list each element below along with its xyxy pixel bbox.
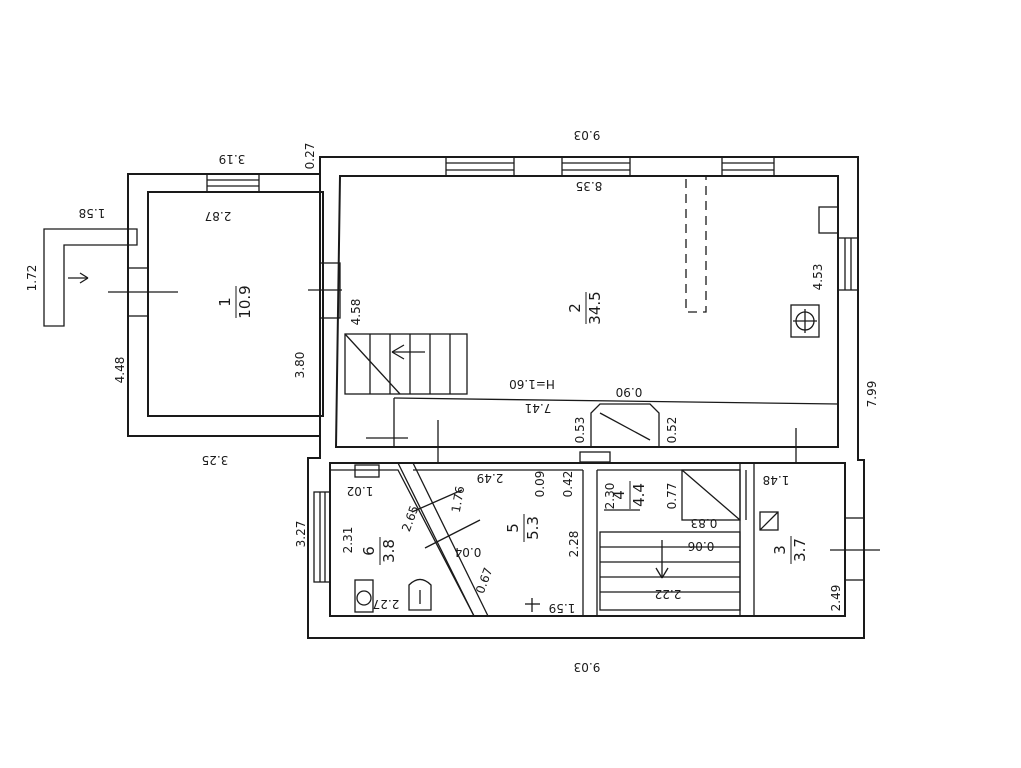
washbasin-icon [354,464,380,478]
dim-right-outer: 7.99 [865,381,879,408]
toilet-icon [354,579,374,613]
beam-dashed [685,175,707,313]
svg-text:4: 4 [610,490,628,500]
dim-stair-222: 2.22 [655,587,682,601]
dim-room5-176: 1.76 [449,485,467,514]
walls [43,156,865,639]
dim-room1-width: 2.87 [205,209,232,223]
porch-outline [43,228,138,327]
dim-beam-090: 0.90 [616,385,643,399]
dim-room4-077: 0.77 [665,483,679,510]
dim-room2-height-right: 4.53 [811,264,825,291]
dim-room6-102: 1.02 [347,484,374,498]
dim-niche-052: 0.52 [665,417,679,444]
windows [127,156,865,583]
dim-room3-height: 2.49 [829,585,843,612]
dim-top-left: 3.19 [219,152,246,166]
niche [590,403,660,447]
dim-room4-083: 0.83 [691,516,718,530]
room2-inner-wall [334,175,839,448]
dim-niche-053: 0.53 [573,417,587,444]
dim-room3-width: 1.48 [763,473,790,487]
room-6-label: 6 3.8 [360,537,398,565]
dim-length-741: 7.41 [525,401,552,415]
room-2-label: 2 34.5 [566,291,604,324]
dim-room5-042: 0.42 [561,471,575,498]
dim-room5-009: 0.09 [533,471,547,498]
dim-room4-height: 2.30 [603,483,617,510]
svg-text:5.3: 5.3 [524,516,542,540]
dim-room2-height-left: 4.58 [349,299,363,326]
window-room2-top-2 [561,156,631,177]
window-room2-top-3 [721,156,775,177]
dim-room2-width: 8.35 [576,179,603,193]
dim-stair-height: H=1.60 [509,377,555,391]
room-1-label: 1 10.9 [216,285,254,318]
dim-top-gap: 0.27 [303,143,317,170]
room-4-label: 4 4.4 [610,481,648,509]
dim-bottom-outer: 9.03 [574,660,601,674]
window-room1-top [206,173,260,193]
room4-box [681,469,741,521]
dim-room5-067: 0.67 [473,566,495,596]
room1-inner-wall [147,191,324,417]
dim-tick-a [411,489,463,513]
dim-room6-227: 2.27 [373,597,400,611]
beam-line [393,397,839,405]
svg-text:6: 6 [360,546,378,556]
dim-left-lower: 3.25 [202,453,229,467]
dim-top-outer: 9.03 [574,128,601,142]
svg-text:5: 5 [504,523,522,533]
window-room6-left [313,491,331,583]
dim-room5-159: 1.59 [549,601,576,615]
room-labels: 1 10.9 2 34.5 3 3.7 4 4.4 5 5.3 6 3.8 [216,285,809,565]
dim-room6-265: 2.65 [399,504,421,534]
dim-room4-228: 2.28 [567,531,581,558]
dim-room5-004: 0.04 [455,545,482,559]
svg-text:3: 3 [771,545,789,555]
svg-text:3.8: 3.8 [380,539,398,563]
stove-icon [790,304,820,338]
svg-text:10.9: 10.9 [236,285,254,318]
window-room2-right [837,237,859,291]
main-outer-wall [307,156,865,639]
room-5-label: 5 5.3 [504,514,542,542]
window-room2-top-1 [445,156,515,177]
stair-room4 [599,531,741,611]
boiler-icon [759,511,779,531]
dim-room6-231: 2.31 [341,527,355,554]
window-room3-right [844,517,865,581]
room-3-label: 3 3.7 [771,536,809,564]
sink-icon [408,578,432,611]
dim-porch-depth: 1.72 [25,265,39,292]
dim-stair-006: 0.06 [688,539,715,553]
svg-text:3.7: 3.7 [791,538,809,562]
svg-text:34.5: 34.5 [586,291,604,324]
chimney-icon [818,206,839,234]
room1-outer-wall [127,173,321,437]
svg-text:4.4: 4.4 [630,483,648,507]
fixtures [68,175,880,613]
dim-left-wall: 4.48 [113,357,127,384]
dim-tick-b [424,519,481,549]
dim-left-327: 3.27 [294,521,308,548]
dimension-labels: 9.03 9.03 0.27 3.19 1.58 1.72 2.87 3.80 … [25,128,879,674]
threshold-mark [579,451,611,463]
dim-porch-width: 1.58 [79,206,106,220]
dim-room1-height: 3.80 [293,352,307,379]
svg-text:1: 1 [216,297,234,307]
svg-text:2: 2 [566,303,584,313]
stair-room2 [344,333,468,395]
dim-room5-249: 2.49 [477,471,504,485]
partition-6-5-b [412,462,489,617]
